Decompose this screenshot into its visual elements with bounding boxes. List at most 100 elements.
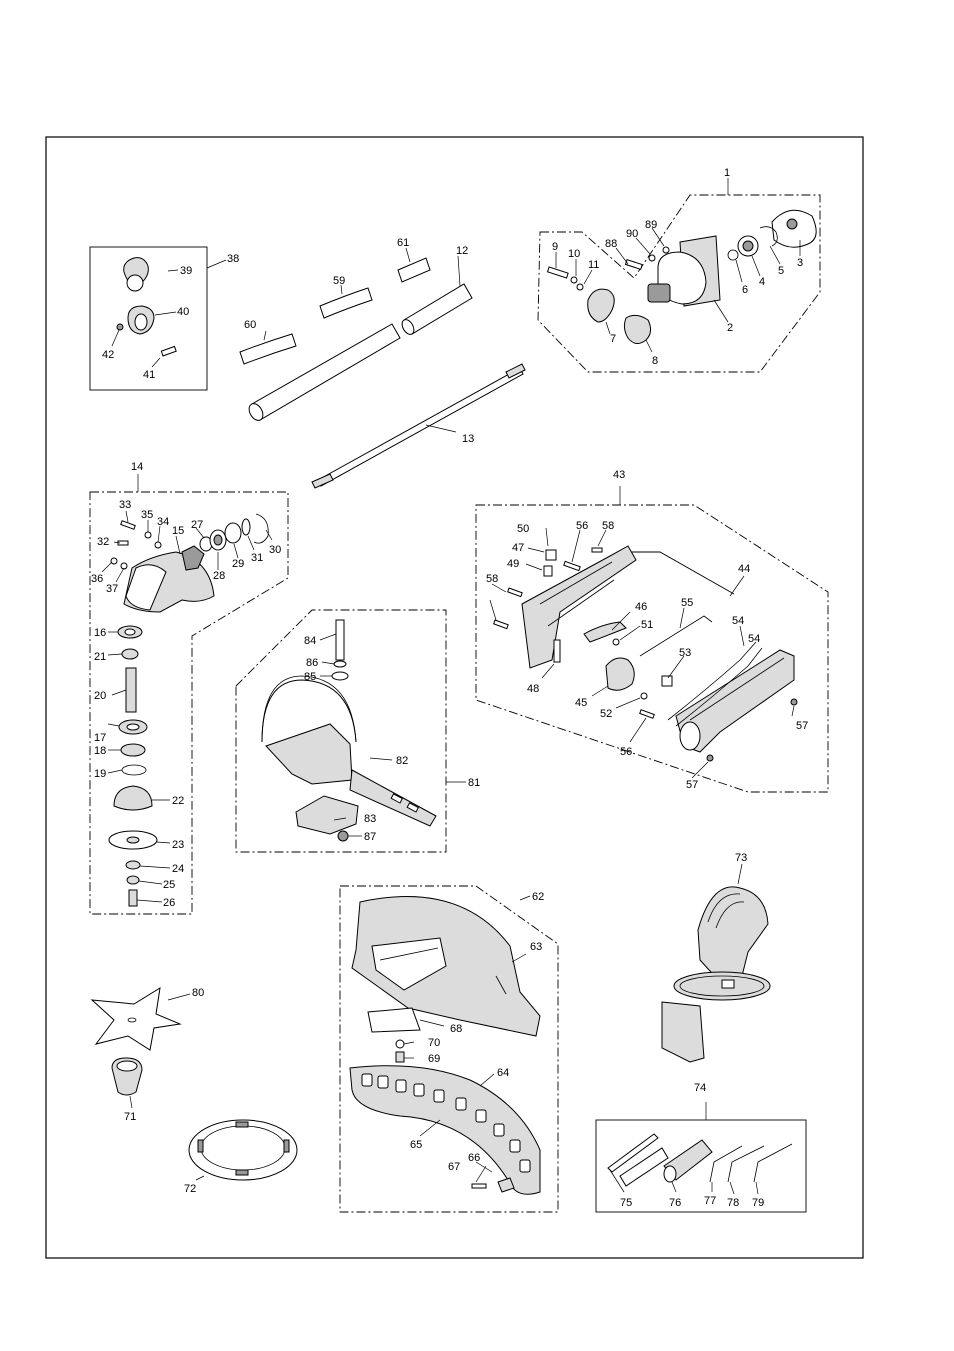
group-74-tools bbox=[595, 1102, 807, 1213]
part-number: 86 bbox=[306, 657, 318, 669]
part-number: 79 bbox=[752, 1197, 764, 1209]
part-number: 23 bbox=[172, 839, 184, 851]
part-number: 77 bbox=[704, 1195, 716, 1207]
part-number: 42 bbox=[102, 349, 114, 361]
part-number: 65 bbox=[410, 1139, 422, 1151]
part-number: 48 bbox=[527, 683, 539, 695]
part-number: 10 bbox=[568, 248, 580, 260]
part-number: 34 bbox=[157, 516, 169, 528]
part-number: 35 bbox=[141, 509, 153, 521]
part-number: 75 bbox=[620, 1197, 632, 1209]
part-number: 90 bbox=[626, 228, 638, 240]
part-number: 64 bbox=[497, 1067, 509, 1079]
part-number: 16 bbox=[94, 627, 106, 639]
part-number: 76 bbox=[669, 1197, 681, 1209]
part-number: 56 bbox=[620, 746, 632, 758]
part-number: 11 bbox=[588, 259, 599, 271]
part-number: 53 bbox=[679, 647, 691, 659]
part-number: 85 bbox=[304, 671, 316, 683]
part-number: 56 bbox=[576, 520, 588, 532]
part-number: 20 bbox=[94, 690, 106, 702]
part-number: 49 bbox=[507, 558, 519, 570]
part-number: 66 bbox=[468, 1152, 480, 1164]
part-number: 54 bbox=[748, 633, 760, 645]
part-number: 2 bbox=[727, 322, 733, 334]
part-number: 81 bbox=[468, 777, 480, 789]
group-14-gearcase bbox=[89, 474, 289, 915]
part-number: 82 bbox=[396, 755, 408, 767]
tube-parts bbox=[239, 247, 526, 489]
part-number: 51 bbox=[641, 619, 653, 631]
diagram-frame bbox=[45, 136, 864, 1259]
part-number: 33 bbox=[119, 499, 131, 511]
group-62-guard bbox=[339, 885, 559, 1213]
part-number: 87 bbox=[364, 831, 376, 843]
part-number: 17 bbox=[94, 732, 106, 744]
part-number: 68 bbox=[450, 1023, 462, 1035]
part-number-labels: 1 2 3 4 5 6 7 8 9 10 11 12 13 14 15 16 1… bbox=[91, 167, 808, 1209]
part-number: 55 bbox=[681, 597, 693, 609]
part-number: 45 bbox=[575, 697, 587, 709]
part-number: 14 bbox=[131, 461, 143, 473]
group-38-clamp bbox=[89, 246, 227, 391]
part-number: 25 bbox=[163, 879, 175, 891]
part-number: 8 bbox=[652, 355, 658, 367]
part-number: 32 bbox=[97, 536, 109, 548]
part-number: 72 bbox=[184, 1183, 196, 1195]
part-number: 88 bbox=[605, 238, 617, 250]
part-number: 47 bbox=[512, 542, 524, 554]
group-81-loop-handle bbox=[235, 609, 466, 853]
group-43-44-handle bbox=[475, 486, 829, 793]
part-number: 37 bbox=[106, 583, 118, 595]
part-number: 36 bbox=[91, 573, 103, 585]
part-number: 57 bbox=[686, 779, 698, 791]
part-number: 29 bbox=[232, 558, 244, 570]
part-number: 89 bbox=[645, 219, 657, 231]
part-number: 31 bbox=[251, 552, 263, 564]
part-number: 46 bbox=[635, 601, 647, 613]
part-number: 28 bbox=[213, 570, 225, 582]
part-number: 24 bbox=[172, 863, 184, 875]
part-number: 69 bbox=[428, 1053, 440, 1065]
part-number: 13 bbox=[462, 433, 474, 445]
part-number: 62 bbox=[532, 891, 544, 903]
part-number: 26 bbox=[163, 897, 175, 909]
part-number: 9 bbox=[552, 241, 558, 253]
part-number: 44 bbox=[738, 563, 750, 575]
blade-parts bbox=[90, 987, 298, 1181]
part-number: 70 bbox=[428, 1037, 440, 1049]
part-number: 12 bbox=[456, 245, 468, 257]
part-number: 4 bbox=[759, 276, 765, 288]
part-number: 67 bbox=[448, 1161, 460, 1173]
part-number: 39 bbox=[180, 265, 192, 277]
part-number: 78 bbox=[727, 1197, 739, 1209]
part-number: 7 bbox=[610, 333, 616, 345]
part-number: 71 bbox=[124, 1111, 136, 1123]
part-number: 58 bbox=[602, 520, 614, 532]
part-number: 19 bbox=[94, 768, 106, 780]
part-number: 6 bbox=[742, 284, 748, 296]
part-number: 43 bbox=[613, 469, 625, 481]
part-number: 40 bbox=[177, 306, 189, 318]
part-number: 54 bbox=[732, 615, 744, 627]
part-number: 1 bbox=[724, 167, 730, 179]
part-number: 83 bbox=[364, 813, 376, 825]
part-number: 38 bbox=[227, 253, 239, 265]
part-number: 22 bbox=[172, 795, 184, 807]
part-number: 80 bbox=[192, 987, 204, 999]
part-number: 21 bbox=[94, 651, 106, 663]
part-number: 41 bbox=[143, 369, 155, 381]
part-number: 50 bbox=[517, 523, 529, 535]
part-number: 18 bbox=[94, 745, 106, 757]
part-number: 63 bbox=[530, 941, 542, 953]
part-number: 58 bbox=[486, 573, 498, 585]
part-number: 57 bbox=[796, 720, 808, 732]
part-number: 30 bbox=[269, 544, 281, 556]
part-number: 74 bbox=[694, 1082, 706, 1094]
part-number: 73 bbox=[735, 852, 747, 864]
part-number: 52 bbox=[600, 708, 612, 720]
group-1-clutch bbox=[537, 178, 821, 373]
part-number: 60 bbox=[244, 319, 256, 331]
harness-73 bbox=[661, 863, 771, 1063]
